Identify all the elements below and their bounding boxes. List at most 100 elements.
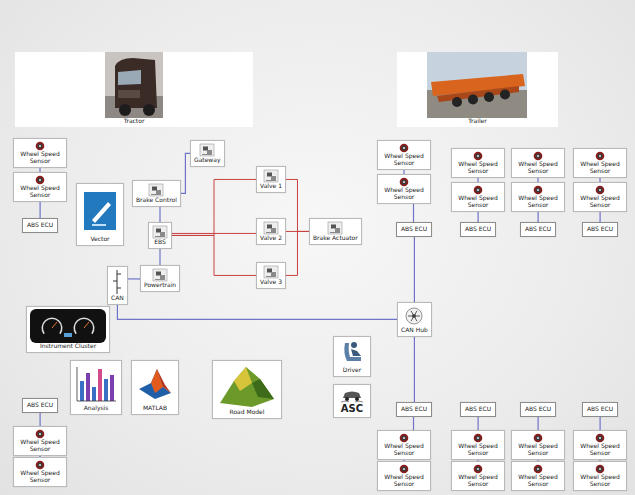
- bus-connector: [413, 417, 414, 430]
- tile-icon-part: [202, 154, 212, 155]
- sensor-icon-part: [39, 179, 41, 181]
- sensor-icon-part: [39, 433, 41, 435]
- sensor-icon-part: [403, 181, 405, 183]
- sensor-icon-part: [534, 434, 543, 443]
- matlab-icon-part: [139, 369, 171, 399]
- node-label: Wheel Speed Sensor: [17, 470, 63, 484]
- tile-node: Gateway: [190, 140, 225, 167]
- tile-icon-part: [267, 269, 272, 273]
- bus-connector: [159, 249, 160, 265]
- tile-icon-part: [267, 225, 272, 229]
- chart-icon-part: [92, 387, 96, 401]
- vector-node: Vector: [76, 183, 124, 246]
- tile-icon: [263, 265, 279, 279]
- matlab-icon-part: [157, 369, 171, 393]
- sensor-icon-part: [599, 155, 601, 157]
- ecu-box: ABS ECU: [22, 218, 58, 233]
- node-label: Valve 3: [260, 279, 282, 286]
- node-label: Analysis: [84, 405, 109, 412]
- sensor-icon-part: [400, 465, 409, 474]
- truck-icon-part: [118, 70, 141, 85]
- sensor-icon-part: [597, 187, 602, 192]
- sensor-icon-part: [474, 434, 483, 443]
- tile-icon-part: [153, 269, 167, 281]
- sensor-icon-part: [599, 437, 601, 439]
- sensor-icon-part: [401, 145, 406, 150]
- sensor-node: Wheel Speed Sensor: [511, 461, 565, 491]
- sensor-icon-part: [534, 465, 543, 474]
- node-label: ABS ECU: [27, 222, 53, 229]
- chart-icon-part: [77, 367, 78, 401]
- sensor-node: Wheel Speed Sensor: [573, 148, 627, 178]
- sensor-icon-part: [474, 152, 483, 161]
- node-label: ABS ECU: [587, 226, 613, 233]
- sensor-icon-part: [537, 155, 539, 157]
- sensor-icon-part: [37, 431, 42, 436]
- dash-icon-part: [30, 309, 106, 343]
- ecu-box: ABS ECU: [582, 402, 618, 417]
- sensor-icon-part: [535, 187, 540, 192]
- sensor-node: Wheel Speed Sensor: [451, 182, 505, 212]
- truck-icon-part: [118, 90, 140, 98]
- sensor-icon: [593, 151, 607, 161]
- node-label: EBS: [154, 239, 166, 246]
- bus-connector: [40, 413, 41, 426]
- tile-icon-part: [266, 232, 276, 233]
- sensor-icon-part: [36, 430, 45, 439]
- vector-icon-part: [84, 192, 116, 230]
- asc-icon-part: [341, 401, 363, 402]
- sensor-icon: [531, 185, 545, 195]
- chart-icon-part: [77, 401, 116, 402]
- sensor-icon: [531, 433, 545, 443]
- bus-connector: [414, 237, 415, 302]
- sensor-icon-part: [534, 152, 543, 161]
- tile-icon-part: [264, 266, 278, 278]
- tile-icon-part: [264, 222, 278, 234]
- asc-icon-part: [343, 392, 361, 399]
- node-label: Trailer: [468, 118, 486, 125]
- node-label: Wheel Speed Sensor: [515, 161, 561, 175]
- node-label: Valve 1: [260, 183, 282, 190]
- sensor-icon-part: [537, 468, 539, 470]
- sensor-icon: [471, 464, 485, 474]
- sensor-icon-part: [599, 189, 601, 191]
- sensor-icon-part: [400, 144, 409, 153]
- signal-wire: [172, 233, 256, 234]
- node-label: Wheel Speed Sensor: [577, 443, 623, 457]
- sensor-node: Wheel Speed Sensor: [377, 140, 431, 170]
- tile-icon-part: [153, 226, 167, 238]
- sensor-icon-part: [400, 178, 409, 187]
- tile-node: Powertrain: [140, 265, 180, 292]
- sensor-icon: [397, 464, 411, 474]
- tile-icon-part: [271, 272, 276, 276]
- trailer-icon-part: [437, 86, 519, 102]
- tile-icon: [199, 143, 215, 157]
- chart-node: Analysis: [70, 360, 122, 415]
- sensor-node: Wheel Speed Sensor: [377, 461, 431, 491]
- sensor-icon-part: [477, 189, 479, 191]
- tile-icon-part: [331, 225, 336, 229]
- dash-node: Instrument Cluster: [26, 306, 110, 353]
- tile-icon: [263, 221, 279, 235]
- sensor-icon: [397, 143, 411, 153]
- node-label: Wheel Speed Sensor: [381, 187, 427, 201]
- bus-connector: [413, 204, 414, 222]
- node-label: ABS ECU: [587, 406, 613, 413]
- ecu-box: ABS ECU: [396, 222, 432, 237]
- tile-icon-part: [155, 279, 165, 280]
- sensor-icon: [33, 141, 47, 151]
- bus-connector: [600, 417, 601, 430]
- tile-icon-part: [149, 184, 163, 196]
- tile-icon-part: [271, 176, 276, 180]
- sensor-icon-part: [475, 466, 480, 471]
- tile-icon: [327, 221, 343, 235]
- tile-icon-part: [155, 236, 165, 237]
- sensor-icon-part: [597, 466, 602, 471]
- ecu-box: ABS ECU: [520, 222, 556, 237]
- node-label: Wheel Speed Sensor: [381, 153, 427, 167]
- tile-node: Brake Actuator: [309, 218, 362, 245]
- node-label: Brake Actuator: [313, 235, 358, 242]
- trailer-icon-part: [427, 52, 527, 118]
- truck-icon-part: [143, 104, 155, 116]
- sensor-icon: [593, 433, 607, 443]
